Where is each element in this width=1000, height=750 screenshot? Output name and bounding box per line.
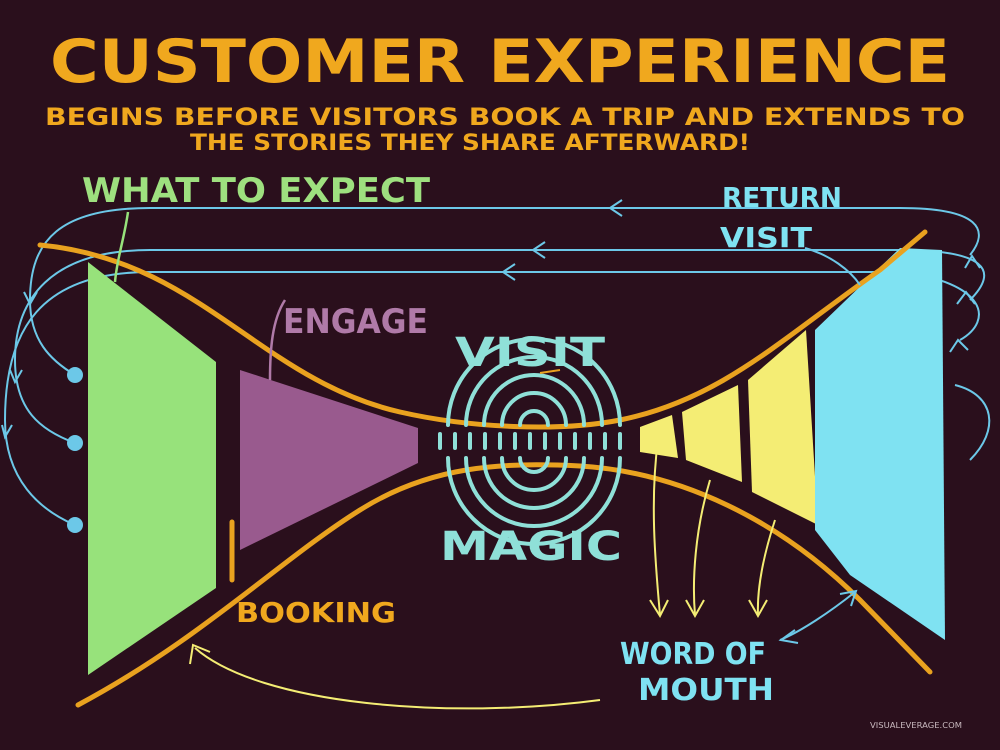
word-of-mouth-arrows [649, 439, 776, 619]
wom-arrow-1 [652, 439, 661, 616]
fingerprint-top-arc-5 [518, 409, 550, 427]
booking-label: BOOKING [236, 596, 396, 629]
fingerprint-top-arc-3 [482, 373, 586, 427]
booking-return-line [194, 647, 601, 710]
engage-pointer [268, 299, 287, 381]
page-title: CUSTOMER EXPERIENCE [50, 27, 950, 97]
credit-text: VISUALEVERAGE.COM [870, 721, 962, 730]
wom-arrow-3-head [748, 599, 768, 619]
arrowhead-right-2 [956, 290, 976, 305]
fingerprint-icon [438, 337, 622, 546]
wom-to-return-arrow [778, 589, 858, 644]
fingerprint-top-arc-2 [464, 355, 604, 427]
engage-label: ENGAGE [283, 302, 428, 342]
what-to-expect-shape [88, 262, 216, 675]
wom-arrow-2 [692, 479, 711, 616]
arrowhead-top [608, 199, 623, 217]
loop-arrowheads [1, 199, 981, 440]
loop-endpoints [67, 367, 83, 533]
funnel-outline [37, 229, 933, 708]
wom-arrow-3 [756, 519, 776, 616]
fingerprint-center-ticks [438, 432, 622, 450]
fingerprint-bottom-arc-2 [464, 456, 604, 528]
engage-shape [240, 370, 418, 550]
funnel-top-curve [37, 229, 928, 430]
visit-label: VISIT [455, 330, 606, 376]
yellow-segment-3 [748, 330, 818, 525]
small-yellow-segment [640, 415, 678, 458]
yellow-segment-2 [682, 385, 742, 482]
arrowhead-middle [531, 241, 546, 259]
loop-line-right-return [954, 384, 991, 461]
word-of-mouth-label-line-1: WORD OF [620, 637, 766, 672]
fingerprint-bottom-arc-3 [482, 456, 586, 510]
return-visit-label-line-1: RETURN [722, 181, 842, 214]
return-visit-label-line-2: VISIT [720, 221, 812, 254]
funnel-bottom-curve [75, 462, 933, 708]
return-visit-pointer [804, 247, 861, 286]
what-to-expect-pointer [113, 211, 130, 283]
subtitle-line-1: BEGINS BEFORE VISITORS BOOK A TRIP AND E… [45, 103, 965, 131]
fingerprint-bottom-arc-4 [500, 456, 568, 492]
loop-dot-3 [67, 517, 83, 533]
wom-arrow-2-head [685, 599, 705, 619]
visit-pointer [539, 369, 561, 374]
arrowhead-left-3 [1, 424, 13, 440]
loop-dot-2 [67, 435, 83, 451]
arrowhead-lower [501, 263, 516, 281]
wom-return-head-1 [778, 629, 799, 644]
fingerprint-top-arc-1 [446, 337, 622, 427]
fingerprint-bottom-arc-5 [518, 456, 550, 474]
arrowhead-right-3 [949, 338, 969, 353]
what-to-expect-label: WHAT TO EXPECT [82, 171, 431, 211]
fingerprint-bottom-arc-1 [446, 456, 622, 546]
booking-return-arrow [189, 643, 601, 710]
return-visit-shape [815, 248, 945, 640]
booking-return-head [189, 643, 211, 665]
fingerprint-top-arc-4 [500, 391, 568, 427]
magic-label: MAGIC [440, 524, 622, 570]
arrowhead-left-2 [9, 369, 23, 385]
arrowhead-left-1 [23, 291, 38, 307]
subtitle-line-2: THE STORIES THEY SHARE AFTERWARD! [190, 131, 750, 156]
wom-return-head-2 [839, 589, 858, 607]
loop-line-top [28, 207, 980, 376]
loop-dot-1 [67, 367, 83, 383]
wom-arrow-1-head [649, 599, 669, 619]
word-of-mouth-label-line-2: MOUTH [638, 673, 774, 708]
arrowhead-right-1 [964, 254, 981, 269]
